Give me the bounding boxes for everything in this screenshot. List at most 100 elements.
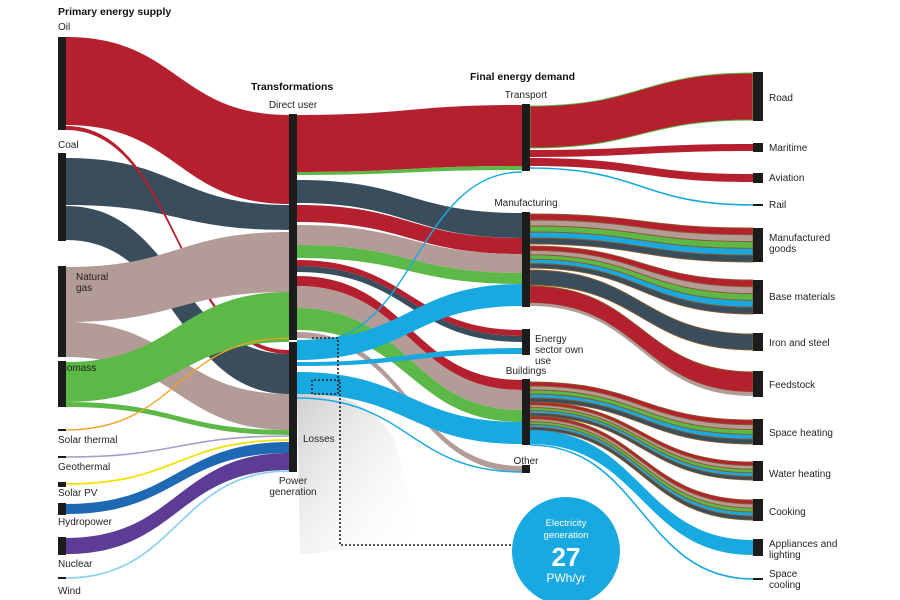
node-manufacturing — [522, 212, 530, 307]
label-buildings: Buildings — [506, 366, 547, 377]
label-manufacturing: Manufacturing — [494, 198, 557, 209]
node-buildings — [522, 379, 530, 445]
node-cooking — [753, 499, 763, 521]
flow-direct-mfg-oil — [297, 205, 522, 254]
flow-oil-power — [66, 126, 289, 354]
node-power-generation — [289, 342, 297, 472]
node-transport — [522, 104, 530, 171]
label-cooking: Cooking — [769, 507, 806, 518]
primary-supply-header: Primary energy supply — [58, 6, 171, 18]
node-rail — [753, 204, 763, 206]
flow-solarthermal-direct — [65, 337, 290, 431]
transformations-header: Transformations — [251, 81, 333, 93]
final-demand-header: Final energy demand — [470, 71, 575, 83]
label-transport: Transport — [505, 90, 548, 101]
flow-direct-transport-bio — [297, 166, 522, 175]
node-gas — [58, 266, 66, 357]
node-coal — [58, 153, 66, 241]
label-solar-thermal: Solar thermal — [58, 435, 117, 446]
callout-line1: Electricity — [546, 518, 587, 529]
label-iron: Iron and steel — [769, 338, 830, 349]
node-feedstock — [753, 371, 763, 397]
label-nuclear: Nuclear — [58, 559, 93, 570]
flow-power-own-elec — [297, 348, 522, 366]
label-road: Road — [769, 93, 793, 104]
label-maritime: Maritime — [769, 143, 808, 154]
flow-power-other-elec — [296, 397, 523, 473]
label-rail: Rail — [769, 200, 786, 211]
flow-transport-aviation — [530, 158, 753, 182]
flow-direct-mfg-gas — [297, 225, 522, 273]
node-manufactured — [753, 228, 763, 262]
label-oil: Oil — [58, 22, 70, 33]
flow-direct-mfg-bio — [297, 245, 522, 284]
electricity-generation-callout: Electricity generation 27 PWh/yr — [512, 497, 620, 600]
flow-power-bld-elec — [297, 372, 522, 444]
node-aviation — [753, 173, 763, 183]
node-oil — [58, 37, 66, 130]
flow-gas-direct — [66, 232, 289, 322]
node-direct-user — [289, 114, 297, 340]
flow-power-mfg-elec — [297, 284, 522, 360]
flow-coal-direct — [66, 158, 289, 230]
node-space-heating — [753, 419, 763, 445]
flow-transport-road — [529, 72, 754, 149]
node-solar-pv — [58, 482, 66, 487]
label-water-heating: Water heating — [769, 469, 831, 480]
callout-unit: PWh/yr — [546, 571, 585, 585]
node-road — [753, 72, 763, 121]
node-base — [753, 280, 763, 314]
label-solar-pv: Solar PV — [58, 488, 98, 499]
flow-solarpv-power — [65, 439, 290, 485]
node-geothermal — [58, 456, 66, 458]
label-hydropower: Hydropower — [58, 517, 113, 528]
label-direct-user: Direct user — [269, 100, 318, 111]
flow-direct-own-oil — [297, 260, 522, 336]
flow-oil-direct — [66, 37, 289, 204]
flow-bld-cooling — [529, 444, 754, 580]
node-water-heating — [753, 461, 763, 481]
callout-circle — [512, 497, 620, 600]
label-feedstock: Feedstock — [769, 380, 816, 391]
node-iron — [753, 333, 763, 351]
flow-biomass-power — [66, 402, 289, 435]
label-aviation: Aviation — [769, 173, 804, 184]
flow-transport-maritime — [530, 144, 753, 157]
node-hydropower — [58, 503, 66, 515]
flow-direct-mfg-coal — [297, 180, 522, 238]
flow-direct-bld-gas — [297, 286, 522, 410]
node-biomass — [58, 361, 66, 407]
label-other: Other — [513, 456, 539, 467]
node-appliances — [753, 539, 763, 556]
label-space-heating: Space heating — [769, 428, 833, 439]
label-wind: Wind — [58, 586, 81, 597]
flow-power-transport-elec — [309, 171, 523, 343]
flow-mfg-feedstock-gas — [530, 303, 753, 396]
node-other — [522, 465, 530, 473]
flow-layer — [65, 37, 754, 580]
node-space-cooling — [753, 578, 763, 580]
flow-wind-power — [65, 470, 290, 579]
label-biomass: Biomass — [58, 363, 96, 374]
flow-geothermal-power — [65, 435, 290, 458]
callout-value: 27 — [552, 542, 581, 572]
flow-nuclear-power — [66, 453, 289, 554]
losses-shadow — [297, 392, 420, 555]
node-maritime — [753, 143, 763, 152]
node-wind — [58, 577, 66, 579]
flow-gas-power — [66, 322, 289, 430]
label-losses: Losses — [303, 434, 335, 445]
flow-biomass-direct — [66, 292, 289, 402]
callout-line2: generation — [544, 530, 589, 541]
node-solar-thermal — [58, 429, 66, 431]
node-nuclear — [58, 537, 66, 555]
flow-direct-own-coal — [297, 266, 522, 342]
